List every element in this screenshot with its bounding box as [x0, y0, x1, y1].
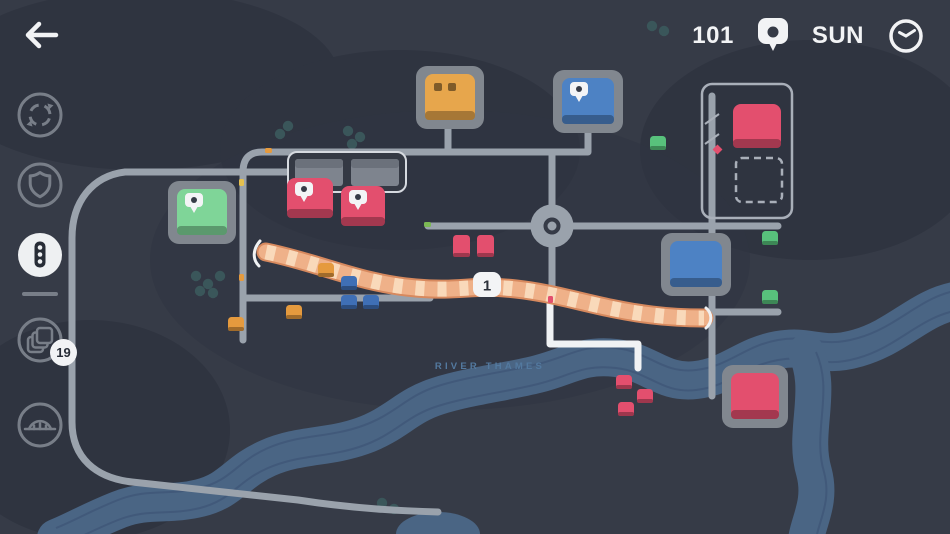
red-destination-bottom	[722, 365, 788, 428]
score-counter: 101	[692, 22, 734, 49]
sidebar-item-road-tiles[interactable]	[16, 316, 64, 364]
house	[341, 295, 357, 309]
car	[548, 296, 553, 303]
buildings	[168, 66, 788, 428]
car	[239, 179, 244, 186]
tree	[207, 287, 219, 299]
tree	[214, 270, 226, 282]
tree	[342, 125, 354, 137]
red-destination-mid	[341, 186, 385, 226]
house	[318, 263, 334, 277]
river-thames	[56, 290, 950, 534]
houses	[228, 136, 778, 416]
new-road	[546, 298, 642, 372]
green-destination	[168, 181, 236, 244]
roundabout	[530, 204, 574, 248]
day-label: SUN	[811, 22, 864, 49]
sidebar-item-bridges[interactable]	[16, 401, 64, 449]
cars	[239, 148, 553, 303]
sidebar-item-roundabouts[interactable]	[16, 91, 64, 139]
house	[637, 389, 653, 403]
shield-icon	[28, 171, 52, 199]
clock-icon	[889, 19, 923, 53]
blue-destination-right	[661, 233, 731, 296]
selected-tool-indicator	[22, 292, 58, 296]
red-destination-zone	[733, 104, 781, 148]
house	[650, 136, 666, 150]
tree	[202, 278, 214, 290]
tree	[658, 25, 670, 37]
tiles-icon	[26, 326, 54, 354]
bridge-icon	[23, 419, 57, 431]
house	[762, 290, 778, 304]
car	[265, 148, 272, 153]
tree	[282, 120, 294, 132]
car	[424, 222, 431, 227]
back-arrow-icon	[25, 21, 59, 49]
back-button[interactable]	[18, 18, 62, 52]
orange-destination-top	[416, 66, 484, 129]
motorway: 1	[252, 239, 711, 330]
motorway-badge: 1	[483, 278, 491, 295]
traffic-light-icon	[34, 241, 46, 268]
road-tiles-count-badge: 19	[50, 339, 77, 366]
house	[762, 231, 778, 245]
tree	[346, 138, 358, 150]
construction-zone	[700, 82, 794, 220]
house	[453, 235, 470, 257]
trees	[190, 20, 670, 515]
hud-top-right: 101 SUN	[692, 16, 926, 56]
car	[239, 274, 244, 281]
red-destination-left	[287, 178, 333, 218]
tree	[190, 270, 202, 282]
sidebar-item-traffic-lights[interactable]	[16, 231, 64, 279]
house	[616, 375, 632, 389]
house	[477, 235, 494, 257]
sidebar-item-shields[interactable]	[16, 161, 64, 209]
map-pin-icon	[757, 18, 788, 51]
tree	[354, 131, 366, 143]
house	[618, 402, 634, 416]
house	[363, 295, 379, 309]
house	[341, 276, 357, 290]
house	[228, 317, 244, 331]
blue-destination-top	[553, 70, 623, 133]
tree	[274, 128, 286, 140]
house	[286, 305, 302, 319]
roundabout-icon	[26, 103, 54, 127]
tree	[646, 20, 658, 32]
tree	[194, 285, 206, 297]
river-label: RIVER THAMES	[435, 361, 545, 372]
